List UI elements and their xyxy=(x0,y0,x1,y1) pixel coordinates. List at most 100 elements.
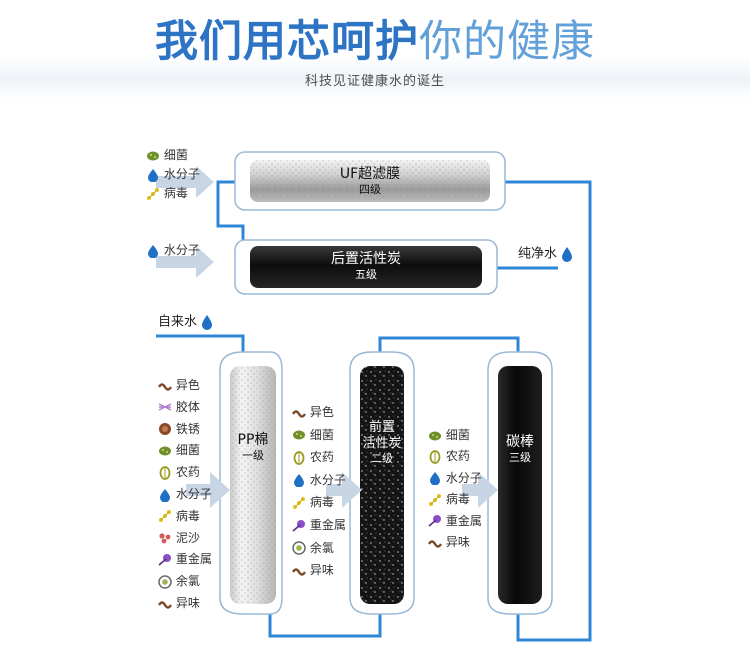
list-item: 胶体 xyxy=(158,400,200,415)
pp-level: 一级 xyxy=(242,449,264,462)
uf-level: 四级 xyxy=(359,183,381,196)
list-item: 农药 xyxy=(292,450,334,465)
list-item: 异色 xyxy=(292,405,334,420)
virus-icon xyxy=(293,496,305,509)
list-item-label: 病毒 xyxy=(445,492,470,507)
list-item-label: 农药 xyxy=(309,450,334,465)
list-item-label: 细菌 xyxy=(163,148,188,162)
list-item: 农药 xyxy=(428,449,470,464)
heavy-metal-icon xyxy=(292,519,305,532)
header-background xyxy=(0,0,750,100)
page-title: 我们用芯呵护你的健康 xyxy=(0,14,750,70)
post-carbon-level: 五级 xyxy=(355,268,377,281)
cartridge-carbon-rod xyxy=(487,351,553,615)
pipe-pp-to-pre xyxy=(268,612,382,638)
pp-name: PP棉 xyxy=(237,432,269,448)
water-drop-icon xyxy=(160,488,170,502)
bacteria-icon xyxy=(429,431,441,440)
cartridge-post-carbon xyxy=(234,239,498,295)
pipe-pre-to-rod xyxy=(378,336,520,352)
sediment-icon xyxy=(159,533,171,544)
list-item: 水分子 xyxy=(292,473,346,488)
list-item-label: 细菌 xyxy=(175,443,200,458)
arrow-into-pp xyxy=(186,472,230,508)
bacteria-icon xyxy=(293,430,305,440)
cartridge-pp xyxy=(219,351,283,615)
chlorine-icon xyxy=(292,541,306,555)
water-drop-icon xyxy=(202,315,213,330)
list-item: 异色 xyxy=(158,378,200,393)
odor-icon xyxy=(158,382,172,391)
pre-carbon-label: 前置 活性炭 二级 xyxy=(354,420,410,466)
list-item-label: 农药 xyxy=(445,449,470,464)
list-item-label: 异色 xyxy=(175,378,200,392)
list-item-label: 水分子 xyxy=(163,167,200,181)
list-item-label: 异味 xyxy=(175,596,200,610)
list-item-label: 异味 xyxy=(445,535,470,549)
list-item: 病毒 xyxy=(158,509,200,524)
pp-label: PP棉 一级 xyxy=(226,432,280,463)
arrow-into-pre xyxy=(326,472,362,508)
list-item: 余氯 xyxy=(292,541,334,556)
list-item-label: 铁锈 xyxy=(175,421,200,436)
list-item: 细菌 xyxy=(158,443,200,458)
list-item: 余氯 xyxy=(158,574,200,589)
list-item: 铁锈 xyxy=(158,422,200,437)
list-item-label: 细菌 xyxy=(445,428,470,442)
list-item: 病毒 xyxy=(292,495,334,510)
outlet-label: 纯净水 xyxy=(518,246,573,263)
list-item-label: 余氯 xyxy=(309,540,334,555)
pipe-inlet xyxy=(156,334,245,352)
pipe-rod-to-uf xyxy=(505,180,592,642)
carbon-rod-name: 碳棒 xyxy=(506,434,534,450)
list-item-label: 农药 xyxy=(175,465,200,480)
colloid-icon xyxy=(158,403,172,411)
pre-carbon-name-2: 活性炭 xyxy=(362,436,402,451)
list-item-label: 异味 xyxy=(309,563,334,578)
water-drop-icon xyxy=(562,247,573,262)
list-item: 病毒 xyxy=(146,186,188,201)
list-item-label: 水分子 xyxy=(445,470,482,485)
list-item: 重金属 xyxy=(292,518,346,533)
inlet-text: 自来水 xyxy=(158,314,198,330)
list-item: 农药 xyxy=(158,465,200,480)
virus-icon xyxy=(159,510,171,523)
flow-arrows xyxy=(156,166,498,508)
water-drop-icon xyxy=(148,244,158,258)
list-item: 重金属 xyxy=(428,514,482,529)
pre-carbon-name-1: 前置 xyxy=(368,420,395,435)
title-light: 你的健康 xyxy=(419,17,595,67)
outlet-text: 纯净水 xyxy=(518,246,558,262)
list-item: 水分子 xyxy=(428,471,482,486)
post-carbon-label: 后置活性炭 五级 xyxy=(250,251,482,282)
list-item-label: 重金属 xyxy=(309,518,346,532)
list-item: 异味 xyxy=(428,535,470,550)
arrow-into-rod xyxy=(462,472,498,508)
pipe-network xyxy=(156,180,592,642)
title-bold: 我们用芯呵护 xyxy=(155,17,419,67)
uf-name: UF超滤膜 xyxy=(339,166,401,182)
carbon-rod-level: 三级 xyxy=(509,451,531,464)
list-item-label: 重金属 xyxy=(445,513,482,528)
list-item: 异味 xyxy=(158,596,200,611)
virus-icon xyxy=(429,493,441,506)
list-item: 水分子 xyxy=(158,487,212,502)
list-item-label: 病毒 xyxy=(175,508,200,523)
list-item-label: 胶体 xyxy=(175,399,200,414)
pesticide-icon xyxy=(159,465,171,480)
bacteria-icon xyxy=(147,151,159,160)
list-item: 细菌 xyxy=(428,428,470,443)
water-drop-icon xyxy=(294,474,304,488)
water-drop-icon xyxy=(148,168,158,182)
arrow-into-uf xyxy=(156,166,214,198)
odor-icon xyxy=(292,409,306,418)
list-item-label: 泥沙 xyxy=(175,530,200,545)
list-item-label: 病毒 xyxy=(309,495,334,510)
virus-icon xyxy=(147,187,159,200)
pesticide-icon xyxy=(293,450,305,465)
list-item: 细菌 xyxy=(146,148,188,163)
list-item: 细菌 xyxy=(292,428,334,443)
uf-label: UF超滤膜 四级 xyxy=(250,166,490,197)
rust-icon xyxy=(159,423,171,436)
